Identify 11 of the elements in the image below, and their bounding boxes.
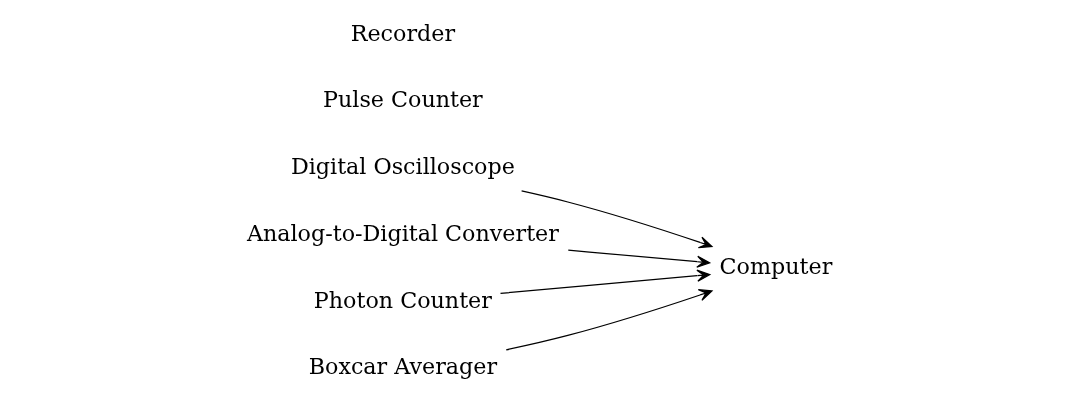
- node-text: Boxcar Averager: [308, 353, 498, 380]
- arrow: [567, 249, 711, 268]
- label: Pulse Counter: [323, 86, 483, 113]
- arrow: [521, 190, 713, 249]
- node-text: Photon Counter: [313, 286, 492, 313]
- node-text: Analog-to-Digital Converter: [246, 219, 559, 246]
- node-text: Computer: [719, 253, 833, 280]
- node-text: Digital Oscilloscope: [290, 153, 515, 180]
- label: Recorder: [350, 19, 456, 46]
- arrow: [505, 289, 713, 351]
- arrow: [499, 269, 711, 294]
